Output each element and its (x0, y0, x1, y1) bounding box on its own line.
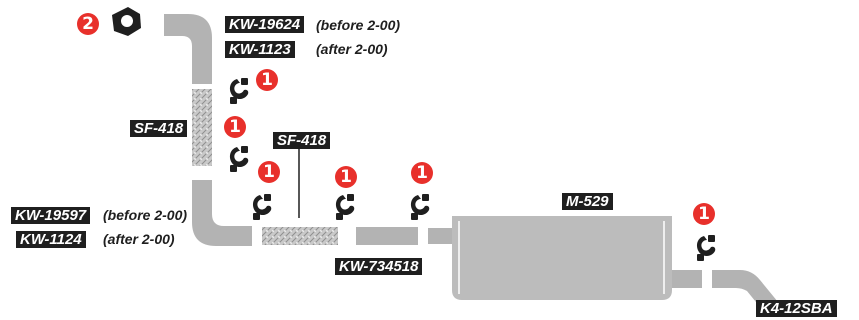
muffler-inlet-pipe (428, 228, 452, 244)
part-note-kw-1124: (after 2-00) (103, 231, 175, 247)
part-label-kw-19597: KW-19597 (11, 207, 91, 224)
part-label-kw-734518: KW-734518 (335, 258, 423, 275)
clamp-callout-badge: 1 (411, 162, 433, 184)
clamp-callout-badge: 1 (693, 203, 715, 225)
flex-section-horizontal (262, 227, 338, 245)
part-label-m-529: M-529 (562, 193, 613, 210)
muffler-body (452, 216, 672, 300)
part-label-sf-418-horizontal: SF-418 (273, 132, 331, 149)
part-label-kw-1123: KW-1123 (225, 41, 295, 58)
muffler-outlet-pipe (672, 270, 702, 288)
front-elbow-pipe (164, 14, 212, 84)
gasket-icon (112, 7, 141, 36)
clamp-icon (252, 194, 272, 220)
clamp-callout-badge: 1 (256, 69, 278, 91)
part-label-sf-418-vertical: SF-418 (130, 120, 188, 137)
flex-section-vertical (192, 89, 212, 166)
clamp-icon (696, 235, 716, 261)
part-note-kw-1123: (after 2-00) (316, 41, 388, 57)
clamp-callout-badge: 1 (224, 116, 246, 138)
clamp-icon (229, 146, 249, 172)
part-label-k4-12sba: K4-12SBA (756, 300, 837, 317)
part-label-kw-19624: KW-19624 (225, 16, 305, 33)
clamp-icon (229, 78, 249, 104)
intermediate-pipe (356, 227, 418, 245)
clamp-icon (335, 194, 355, 220)
gasket-callout-badge: 2 (77, 13, 99, 35)
clamp-icon (410, 194, 430, 220)
clamp-callout-badge: 1 (335, 166, 357, 188)
rear-elbow-pipe (192, 180, 252, 246)
part-note-kw-19624: (before 2-00) (316, 17, 401, 33)
part-note-kw-19597: (before 2-00) (103, 207, 188, 223)
part-label-kw-1124: KW-1124 (16, 231, 86, 248)
clamp-callout-badge: 1 (258, 161, 280, 183)
